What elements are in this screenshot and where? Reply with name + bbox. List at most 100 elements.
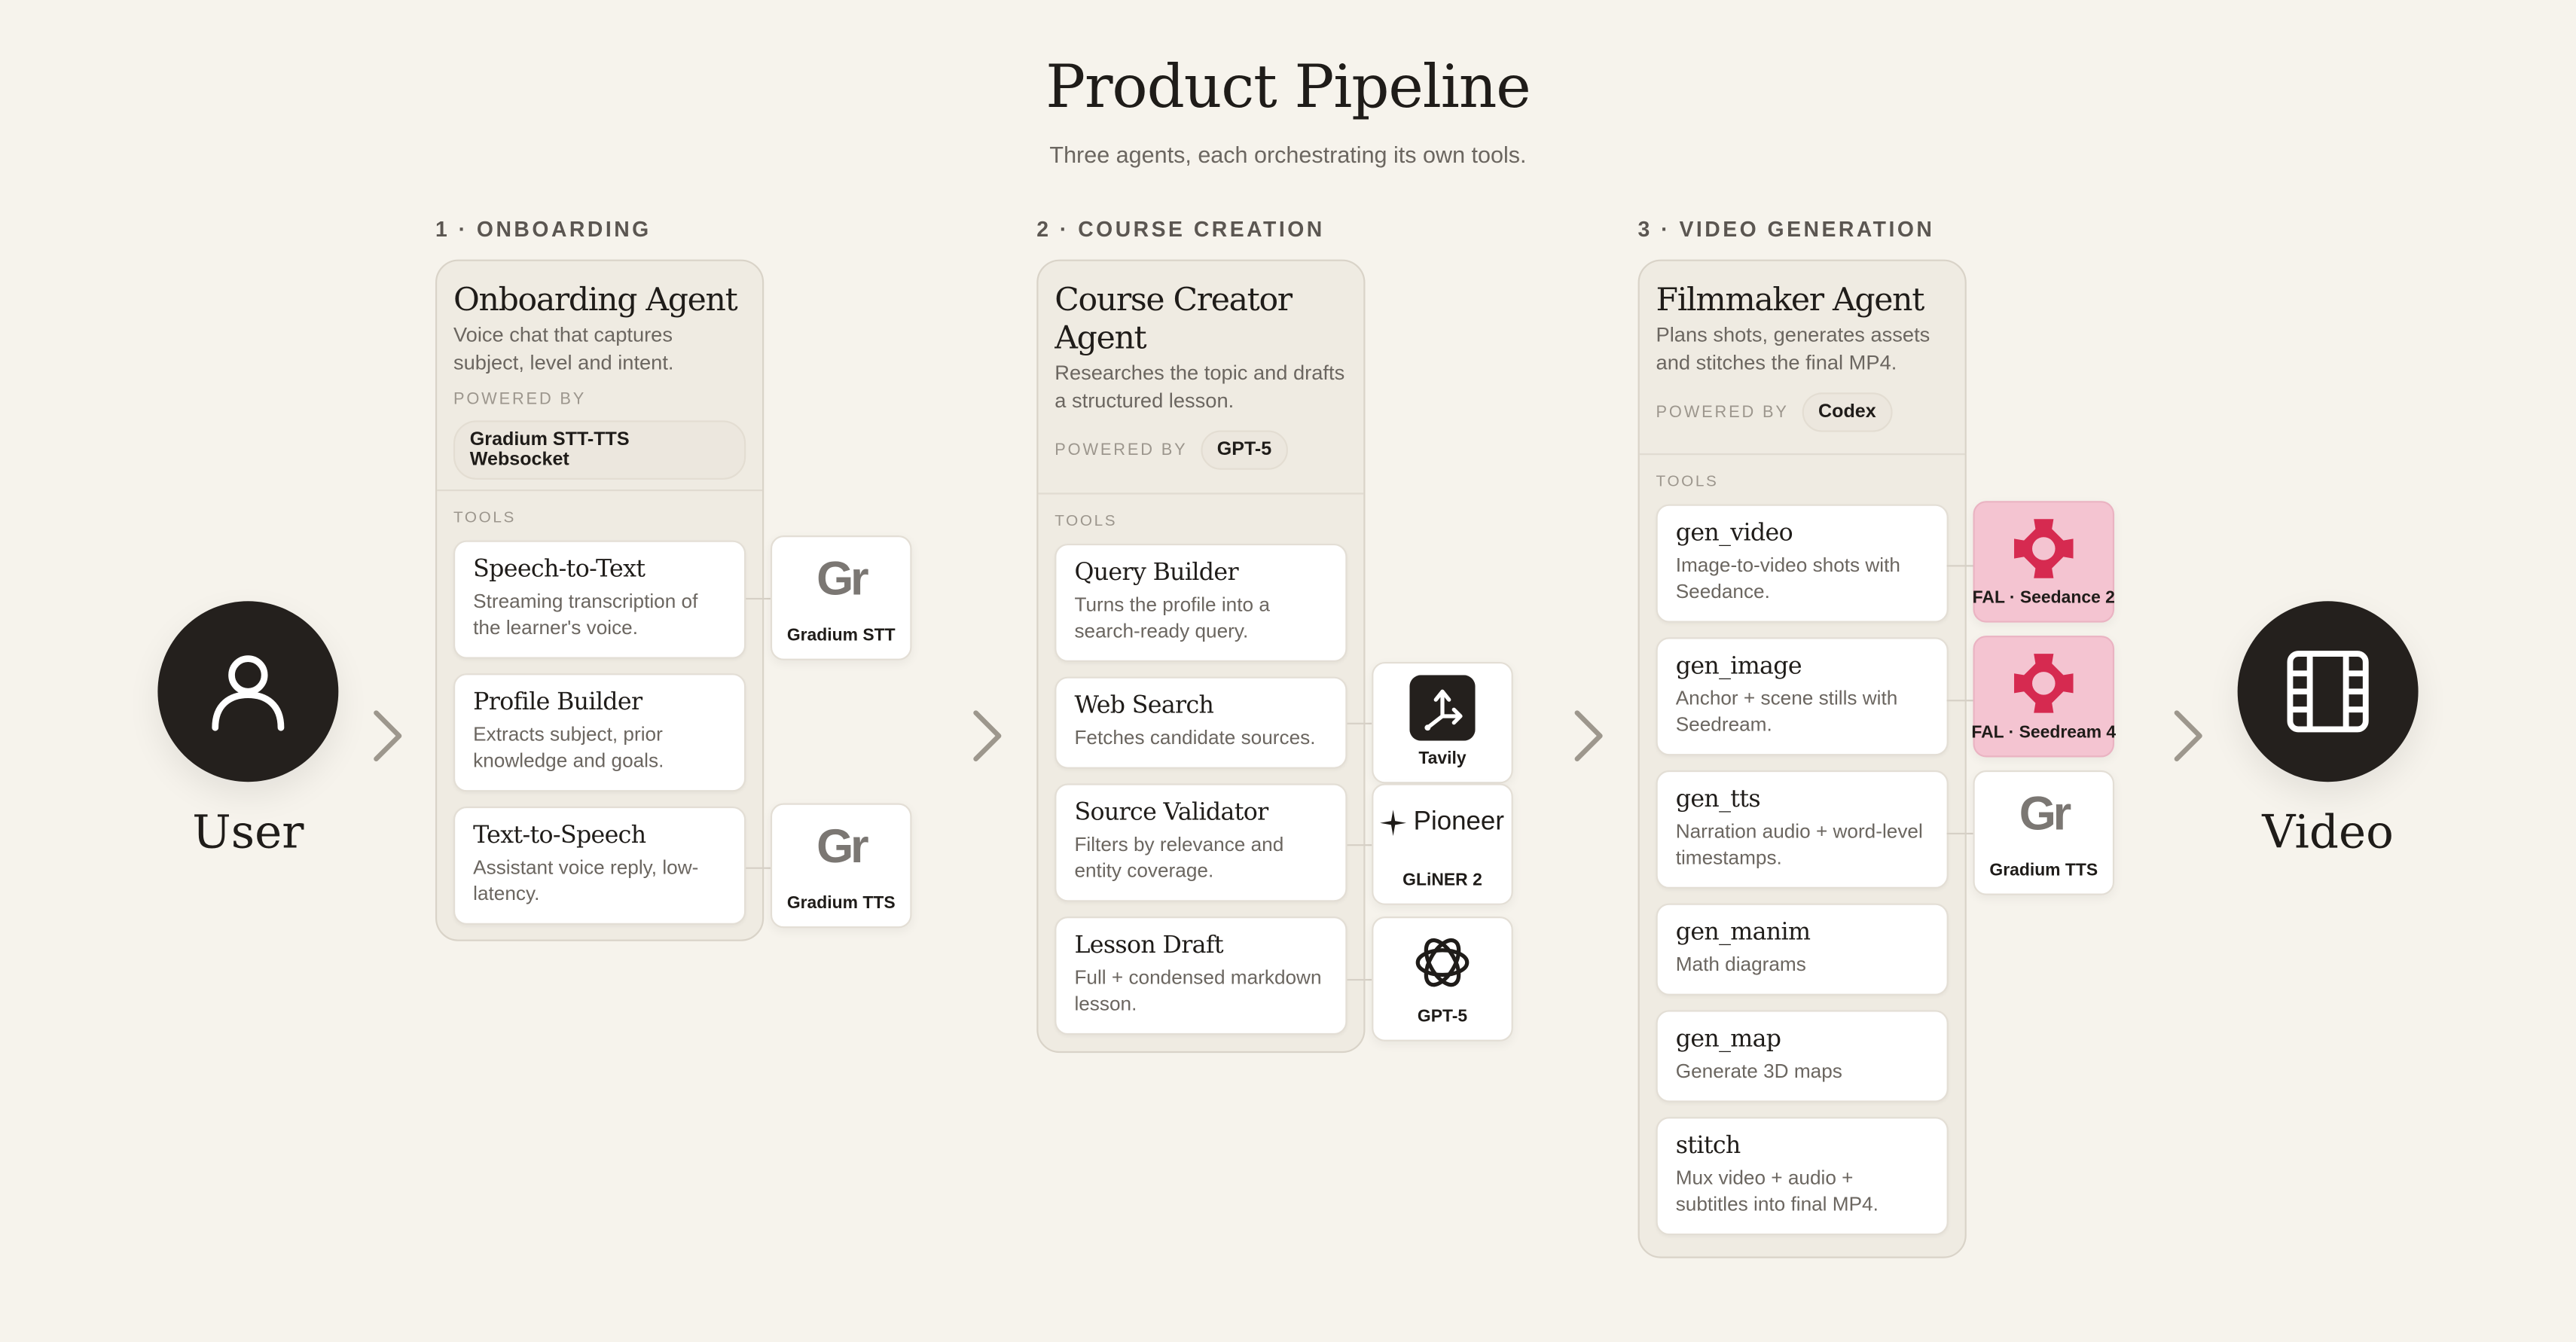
film-icon [2287,651,2369,733]
page-title: Product Pipeline [1045,53,1531,122]
tool-card-gen-image[interactable]: gen_image Anchor + scene stills with See… [1656,637,1949,756]
provider-card-tavily[interactable]: Tavily [1372,661,1513,784]
provider-label: GPT-5 [1417,1007,1468,1027]
connector-line [1347,844,1372,846]
provider-label: FAL · Seedance 2 [1972,587,2115,608]
chevron-right-icon [1574,710,1603,761]
powered-by-label: POWERED BY [1055,441,1188,459]
tool-name: Speech-to-Text [473,557,646,584]
stage-label-video-generation: 3 · VIDEO GENERATION [1637,216,1935,242]
tool-name: gen_map [1675,1026,1781,1054]
video-label: Video [2262,804,2394,859]
video-node [2237,601,2419,782]
tools-label: TOOLS [453,509,516,528]
chevron-right-icon [973,710,1002,761]
tool-card-speech-to-text[interactable]: Speech-to-Text Streaming transcription o… [453,540,746,659]
connector-line [1946,565,1973,567]
agent-title: Onboarding Agent [453,280,738,319]
agent-description: Plans shots, generates assets and stitch… [1656,323,1930,375]
tool-card-query-builder[interactable]: Query Builder Turns the profile into a s… [1055,543,1348,662]
tool-card-profile-builder[interactable]: Profile Builder Extracts subject, prior … [453,673,746,792]
tool-description: Math diagrams [1675,953,1806,976]
tool-description: Assistant voice reply, low-latency. [473,856,699,905]
agent-title: Filmmaker Agent [1656,280,1925,319]
tools-label: TOOLS [1055,512,1118,531]
user-icon [212,655,285,731]
provider-card-gpt5[interactable]: GPT-5 [1372,917,1513,1042]
tool-name: gen_video [1675,520,1793,547]
tool-name: gen_manim [1675,920,1811,947]
user-label: User [192,804,304,859]
stage-label-course-creation: 2 · COURSE CREATION [1036,216,1325,242]
tool-card-text-to-speech[interactable]: Text-to-Speech Assistant voice reply, lo… [453,806,746,925]
tool-card-gen-manim[interactable]: gen_manim Math diagrams [1656,903,1949,996]
provider-label: GLiNER 2 [1402,870,1482,891]
tool-description: Extracts subject, prior knowledge and go… [473,722,664,773]
provider-card-fal-seedance[interactable]: FAL · Seedance 2 [1972,501,2115,623]
tool-description: Turns the profile into a search-ready qu… [1074,593,1270,642]
powered-by-chip: Gradium STT-TTS Websocket [453,420,746,480]
agent-description: Voice chat that captures subject, level … [453,323,674,375]
tool-description: Streaming transcription of the learner's… [473,590,698,639]
provider-label: Gradium STT [786,625,896,646]
provider-label: FAL · Seedream 4 [1971,722,2117,743]
chevron-right-icon [374,710,402,761]
tool-card-lesson-draft[interactable]: Lesson Draft Full + condensed markdown l… [1055,917,1348,1035]
gradium-logo-icon: Gr [816,554,868,606]
user-node [157,601,339,782]
agent-card-filmmaker: Filmmaker Agent Plans shots, generates a… [1637,259,1967,1258]
chevron-right-icon [2174,710,2202,761]
tavily-logo-icon [1409,675,1476,741]
tool-card-gen-map[interactable]: gen_map Generate 3D maps [1656,1010,1949,1103]
tool-name: Profile Builder [473,690,642,716]
tool-name: gen_tts [1675,786,1761,813]
gradium-logo-icon: Gr [2019,788,2071,841]
provider-label: Tavily [1418,749,1467,769]
provider-card-fal-seedream[interactable]: FAL · Seedream 4 [1971,636,2117,758]
fal-logo-icon [2014,519,2074,578]
tool-description: Generate 3D maps [1675,1059,1842,1083]
agent-card-course-creator: Course Creator Agent Researches the topi… [1036,259,1366,1054]
connector-line [1946,832,1973,834]
provider-label: Gradium TTS [786,893,896,913]
powered-by-chip: Codex [1802,392,1893,432]
tool-description: Filters by relevance and entity coverage… [1074,832,1284,883]
tools-label: TOOLS [1656,473,1719,492]
tool-card-web-search[interactable]: Web Search Fetches candidate sources. [1055,676,1348,769]
connector-line [1347,722,1372,724]
agent-title: Course Creator Agent [1055,280,1293,357]
tool-name: Lesson Draft [1074,932,1223,959]
page-subtitle: Three agents, each orchestrating its own… [1049,141,1527,168]
tool-name: stitch [1675,1133,1741,1160]
agent-card-onboarding: Onboarding Agent Voice chat that capture… [435,259,765,941]
tool-card-stitch[interactable]: stitch Mux video + audio + subtitles int… [1656,1117,1949,1236]
powered-by-chip: GPT-5 [1200,430,1289,470]
tool-name: gen_image [1675,654,1802,680]
connector-line [746,597,773,600]
connector-line [1946,700,1973,702]
provider-card-gradium-tts[interactable]: Gr Gradium TTS [770,803,912,929]
tool-card-gen-tts[interactable]: gen_tts Narration audio + word-level tim… [1656,770,1949,889]
tool-name: Source Validator [1074,800,1268,827]
pioneer-wordmark: Pioneer [1413,808,1504,837]
tool-name: Query Builder [1074,560,1238,587]
provider-card-gradium-tts[interactable]: Gr Gradium TTS [1973,770,2115,895]
tool-card-gen-video[interactable]: gen_video Image-to-video shots with Seed… [1656,504,1949,623]
tool-description: Anchor + scene stills with Seedream. [1675,686,1898,737]
stage-label-onboarding: 1 · ONBOARDING [435,216,652,242]
tool-description: Image-to-video shots with Seedance. [1675,554,1900,603]
connector-line [1347,978,1372,981]
provider-label: Gradium TTS [1989,860,2098,881]
powered-by-label: POWERED BY [1656,403,1789,422]
provider-card-gliner[interactable]: Pioneer GLiNER 2 [1372,783,1513,905]
fal-logo-icon [2014,654,2074,713]
tool-description: Mux video + audio + subtitles into final… [1675,1166,1879,1216]
pioneer-logo-icon [1381,810,1407,837]
tool-description: Fetches candidate sources. [1074,726,1316,749]
tool-name: Text-to-Speech [473,822,646,849]
powered-by-label: POWERED BY [453,391,587,410]
tool-card-source-validator[interactable]: Source Validator Filters by relevance an… [1055,783,1348,902]
tool-name: Web Search [1074,693,1214,720]
provider-card-gradium-stt[interactable]: Gr Gradium STT [770,535,912,660]
tool-description: Full + condensed markdown lesson. [1074,965,1322,1015]
